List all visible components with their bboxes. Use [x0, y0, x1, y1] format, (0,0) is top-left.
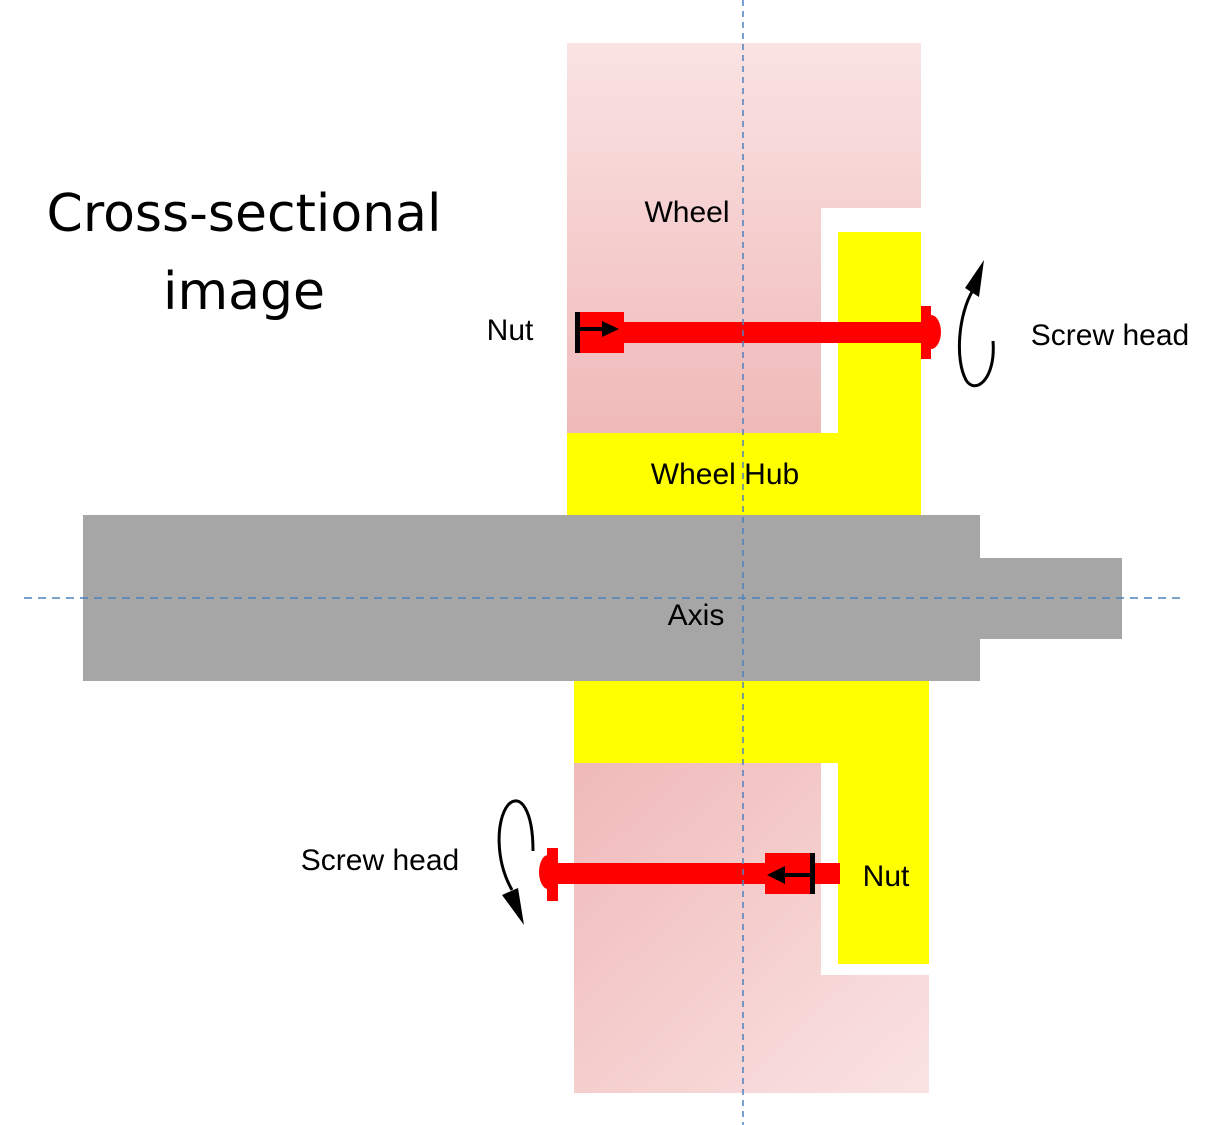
screw-head-dome-bottom: [539, 855, 557, 889]
nut-face-top: [575, 312, 580, 353]
screw-head-dome-top: [921, 315, 941, 349]
axis-label: Axis: [668, 599, 725, 632]
screw-bottom: [539, 848, 840, 901]
diagram-title-line1: Cross-sectional: [47, 184, 442, 244]
wheel-hub-label: Wheel Hub: [651, 458, 799, 491]
wheel-hub-lower: [574, 680, 929, 964]
screw-head-bottom-label: Screw head: [301, 844, 459, 877]
screw-top: [575, 306, 941, 359]
rotation-arrow-top-icon: [957, 260, 995, 388]
screw-head-top-label: Screw head: [1031, 319, 1189, 352]
nut-top-label: Nut: [487, 314, 534, 347]
rotation-arrow-bottom-icon: [497, 799, 535, 925]
wheel-lower: [574, 763, 929, 1093]
diagram-title-line2: image: [163, 262, 325, 322]
wheel-hub-upper: [567, 232, 921, 516]
screw-shaft-top: [620, 322, 922, 343]
wheel-label: Wheel: [644, 196, 729, 229]
nut-body-top: [575, 312, 624, 353]
arrow-right-icon: [602, 321, 619, 337]
nut-face-bottom: [810, 853, 815, 894]
arrow-left-icon: [767, 866, 785, 884]
nut-bottom-label: Nut: [863, 860, 910, 893]
